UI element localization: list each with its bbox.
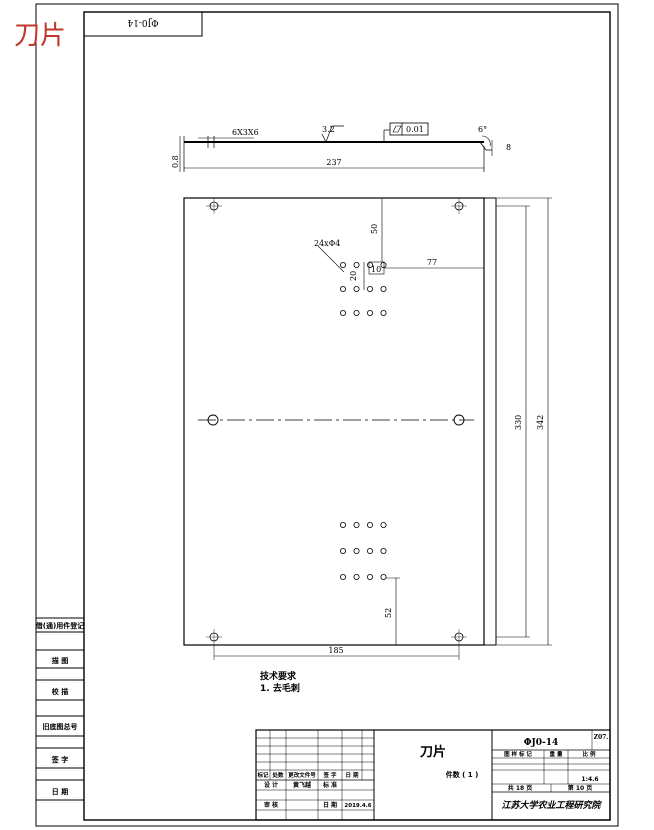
review-label: 审 核: [264, 801, 278, 809]
title-block: 标记 处数 更改文件号 签 字 日 期 设 计 黄飞越 标 准 审 核 日 期 …: [255, 729, 611, 821]
blade-plate-outline: [183, 197, 485, 646]
dim-hole-row: 24xΦ4: [314, 239, 340, 248]
h-label-scale: 比 例: [583, 750, 596, 758]
hole-bottom-0-0: [339, 522, 346, 529]
notes-title: 技术要求: [260, 670, 297, 682]
hole-top-1-0: [339, 285, 346, 292]
scale-value: 1:4.6: [581, 776, 598, 783]
dim-v20: 20: [349, 271, 358, 281]
hole-top-1-1: [353, 285, 360, 292]
code-box-text: ΦJ0-14: [127, 17, 158, 27]
organization-name: 江苏大学农业工程研究院: [501, 800, 602, 811]
dim-h10: 10: [371, 265, 381, 274]
drawing-number: ΦJ0-14: [524, 738, 559, 748]
hole-bottom-0-3: [380, 522, 387, 529]
hole-grid-bottom: [339, 522, 387, 581]
mid-hole-right: [453, 414, 465, 426]
hole-top-0-1: [353, 261, 360, 268]
date-label: 日 期: [323, 801, 337, 809]
stamp-label: 刀片: [14, 21, 66, 51]
dim-angle: 6°: [478, 125, 487, 134]
dim-total-length: 237: [326, 158, 341, 167]
dim-roughness: 3.2: [322, 125, 335, 134]
dim-v50: 50: [370, 224, 379, 234]
hole-bottom-2-2: [366, 574, 373, 581]
dim-v330: 330: [514, 415, 523, 430]
flatness-frame: [389, 122, 429, 136]
code-box: [83, 11, 203, 37]
hole-grid-top: [339, 261, 387, 316]
hole-top-2-2: [366, 309, 373, 316]
hole-bottom-1-3: [380, 548, 387, 555]
std-label: 标 准: [322, 781, 337, 789]
rev-header-1: 处数: [271, 771, 284, 779]
designer-label: 设 计: [264, 781, 278, 789]
inner-frame: [83, 11, 611, 821]
hole-top-1-2: [366, 285, 373, 292]
mount-hole-bl: [206, 629, 222, 645]
rev-header-2: 更改文件号: [288, 771, 316, 779]
notes-item-1: 1. 去毛刺: [260, 682, 300, 694]
h-label-weight: 重 量: [550, 750, 563, 758]
outer-frame: [35, 3, 619, 827]
hole-top-2-3: [380, 309, 387, 316]
hole-bottom-2-0: [339, 574, 346, 581]
material-code: Z07.: [594, 734, 609, 741]
mount-hole-tr: [451, 198, 467, 214]
hole-top-0-0: [339, 261, 346, 268]
rev-header-0: 标记: [256, 771, 269, 779]
strip-label-2: 校 描: [52, 687, 68, 696]
sheets-total: 共 18 页: [508, 784, 533, 792]
rev-header-3: 签 字: [323, 771, 337, 779]
hole-top-1-3: [380, 285, 387, 292]
strip-label-4: 签 字: [51, 755, 68, 764]
hole-bottom-2-3: [380, 574, 387, 581]
dim-v52: 52: [384, 608, 393, 618]
part-count: 件数 ( 1 ): [446, 770, 479, 779]
hole-bottom-1-0: [339, 548, 346, 555]
dim-h77: 77: [427, 258, 437, 267]
strip-label-1: 描 图: [52, 656, 68, 665]
mid-hole-left: [207, 414, 219, 426]
strip-label-3: 旧底图总号: [43, 722, 78, 731]
designer-name: 黄飞越: [293, 781, 312, 789]
hole-bottom-1-1: [353, 548, 360, 555]
date-value: 2019.4.6: [344, 803, 371, 809]
left-strip: 借(通)用件登记 描 图 校 描 旧底图总号 签 字 日 期: [35, 617, 84, 801]
dim-v342: 342: [536, 415, 545, 430]
strip-label-0: 借(通)用件登记: [35, 621, 84, 630]
h-label-marks: 图 样 标 记: [504, 750, 532, 758]
hole-top-2-0: [339, 309, 346, 316]
hole-bottom-1-2: [366, 548, 373, 555]
rev-header-4: 日 期: [346, 771, 359, 779]
dim-right-t: 8: [506, 143, 511, 152]
part-name: 刀片: [420, 744, 446, 760]
hole-top-0-3: [380, 261, 387, 268]
sheet-number: 第 10 页: [567, 784, 593, 792]
hole-bottom-2-1: [353, 574, 360, 581]
dim-thickness: 0.8: [171, 155, 180, 168]
mount-hole-br: [451, 629, 467, 645]
dim-h185: 185: [328, 646, 343, 655]
mount-hole-tl: [206, 198, 222, 214]
hole-bottom-0-1: [353, 522, 360, 529]
hole-top-0-2: [366, 261, 373, 268]
hole-top-2-1: [353, 309, 360, 316]
side-view: 6X3X6 3.2 0.01 6° 8 0.8 237: [171, 122, 511, 172]
dim-slot: 6X3X6: [232, 128, 259, 137]
dim-flatness: 0.01: [406, 125, 424, 134]
front-view: 24xΦ4 50 20 10 77 330 342 52 185: [183, 197, 552, 660]
strip-label-5: 日 期: [52, 787, 68, 796]
hole-bottom-0-2: [366, 522, 373, 529]
